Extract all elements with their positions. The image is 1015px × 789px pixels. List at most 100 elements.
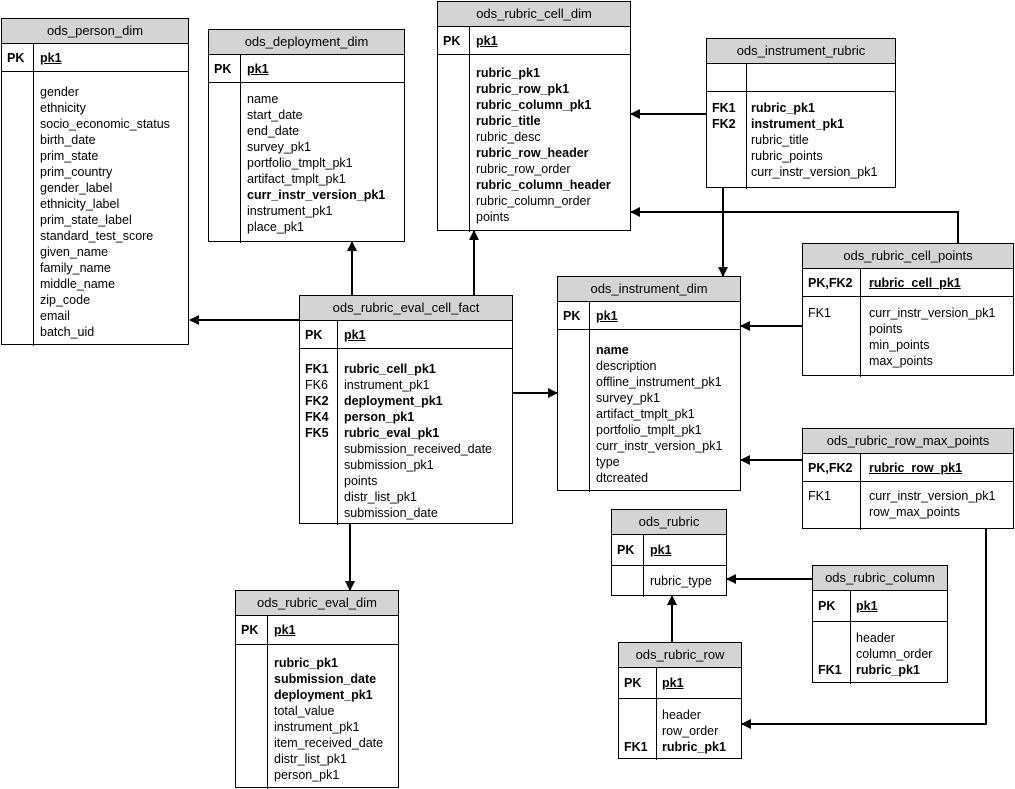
field: birth_date — [40, 133, 96, 147]
field: zip_code — [40, 293, 91, 307]
pk-label: PK — [443, 34, 461, 48]
fk-label: FK1 — [818, 663, 842, 677]
field: submission_pk1 — [344, 458, 434, 472]
field: end_date — [247, 124, 300, 138]
entity-ods-deployment-dim[interactable]: ods_deployment_dim PK pk1 name start_dat… — [208, 29, 405, 243]
pk-label: PK — [563, 309, 581, 323]
entity-ods-rubric-cell-points[interactable]: ods_rubric_cell_points PK,FK2 rubric_cel… — [802, 243, 1014, 377]
field: standard_test_score — [40, 229, 154, 243]
field: min_points — [869, 338, 930, 352]
edge-cell-points-to-rubric-cell — [630, 207, 959, 243]
pk-label: PK — [617, 543, 635, 557]
field: instrument_pk1 — [274, 720, 360, 734]
pk-field: pk1 — [247, 62, 269, 76]
pk-label: PK — [241, 623, 259, 637]
field: rubric_title — [476, 114, 541, 128]
entity-ods-rubric-column[interactable]: ods_rubric_column PK pk1 FK1 header colu… — [812, 565, 948, 684]
fk-label: FK1 — [712, 101, 736, 115]
field: rubric_pk1 — [274, 656, 338, 670]
fk-label: FK6 — [305, 378, 328, 392]
field: artifact_tmplt_pk1 — [247, 172, 346, 186]
field: gender — [40, 85, 79, 99]
entity-ods-rubric-cell-dim[interactable]: ods_rubric_cell_dim PK pk1 rubric_pk1 ru… — [437, 1, 631, 232]
entity-title: ods_rubric_cell_points — [803, 244, 1013, 269]
field: name — [247, 92, 279, 106]
field: points — [869, 322, 903, 336]
field: survey_pk1 — [596, 391, 660, 405]
pk-label: PK — [305, 328, 323, 342]
field: curr_instr_version_pk1 — [247, 188, 386, 202]
entity-ods-rubric[interactable]: ods_rubric PK pk1 rubric_type — [611, 509, 727, 597]
field: column_order — [856, 647, 933, 661]
field: description — [596, 359, 657, 373]
entity-title: ods_deployment_dim — [209, 30, 404, 55]
field: family_name — [40, 261, 111, 275]
field: start_date — [247, 108, 303, 122]
pk-field: rubric_row_pk1 — [869, 461, 963, 475]
field: instrument_pk1 — [247, 204, 333, 218]
pk-field — [751, 70, 895, 86]
field: prim_state_label — [40, 213, 132, 227]
field: type — [596, 455, 620, 469]
field: middle_name — [40, 277, 116, 291]
entity-ods-instrument-dim[interactable]: ods_instrument_dim PK pk1 name descripti… — [557, 276, 741, 492]
fk-label: FK4 — [305, 410, 329, 424]
field: rubric_pk1 — [751, 101, 815, 115]
field: points — [344, 474, 378, 488]
fk-label: FK1 — [305, 362, 329, 376]
field: prim_country — [40, 165, 113, 179]
edge-row-max-to-rubric-row — [741, 529, 987, 729]
entity-ods-instrument-rubric[interactable]: ods_instrument_rubric FK1 FK2 rubric_pk1… — [706, 38, 896, 189]
field: batch_uid — [40, 325, 95, 339]
pk-label — [712, 70, 746, 86]
field: name — [596, 343, 629, 357]
pk-label: PK,FK2 — [808, 276, 853, 290]
entity-ods-rubric-row[interactable]: ods_rubric_row PK pk1 FK1 header row_ord… — [618, 642, 742, 760]
entity-title: ods_rubric_column — [813, 566, 947, 591]
field: rubric_eval_pk1 — [344, 426, 440, 440]
field: total_value — [274, 704, 335, 718]
field: curr_instr_version_pk1 — [869, 489, 996, 503]
field: artifact_tmplt_pk1 — [596, 407, 695, 421]
field: rubric_row_pk1 — [476, 82, 570, 96]
field: prim_state — [40, 149, 99, 163]
field: rubric_cell_pk1 — [344, 362, 436, 376]
pk-field: pk1 — [274, 623, 296, 637]
field: gender_label — [40, 181, 113, 195]
pk-label: PK — [7, 51, 25, 65]
entity-title: ods_rubric_eval_cell_fact — [300, 296, 512, 321]
field: rubric_column_pk1 — [476, 98, 592, 112]
pk-field: pk1 — [476, 34, 498, 48]
field: instrument_pk1 — [344, 378, 430, 392]
entity-ods-rubric-eval-cell-fact[interactable]: ods_rubric_eval_cell_fact PK pk1 FK1 FK6… — [299, 295, 513, 525]
field: email — [40, 309, 70, 323]
entity-ods-person-dim[interactable]: ods_person_dim PK pk1 gender ethnicity s… — [1, 18, 189, 346]
field: distr_list_pk1 — [344, 490, 417, 504]
entity-title: ods_rubric_eval_dim — [236, 591, 398, 616]
field: portfolio_tmplt_pk1 — [596, 423, 702, 437]
fk-label: FK5 — [305, 426, 329, 440]
entity-title: ods_rubric_row — [619, 643, 741, 668]
field: deployment_pk1 — [344, 394, 443, 408]
field: row_max_points — [869, 505, 961, 519]
field: instrument_pk1 — [751, 117, 845, 131]
field: submission_date — [274, 672, 377, 686]
field: rubric_pk1 — [476, 66, 540, 80]
field: rubric_pk1 — [856, 663, 920, 677]
field: deployment_pk1 — [274, 688, 373, 702]
pk-label: PK — [624, 676, 642, 690]
field: curr_instr_version_pk1 — [751, 165, 878, 179]
fk-label: FK1 — [808, 489, 831, 503]
pk-field: rubric_cell_pk1 — [869, 276, 961, 290]
fk-label: FK2 — [305, 394, 329, 408]
field: item_received_date — [274, 736, 384, 750]
field: rubric_title — [751, 133, 809, 147]
fk-label: FK1 — [808, 306, 831, 320]
pk-field: pk1 — [662, 676, 684, 690]
field: rubric_points — [751, 149, 823, 163]
field: submission_received_date — [344, 442, 493, 456]
entity-title: ods_instrument_rubric — [707, 39, 895, 64]
entity-ods-rubric-row-max-points[interactable]: ods_rubric_row_max_points PK,FK2 rubric_… — [802, 428, 1014, 530]
pk-field: pk1 — [596, 309, 618, 323]
entity-ods-rubric-eval-dim[interactable]: ods_rubric_eval_dim PK pk1 rubric_pk1 su… — [235, 590, 399, 789]
